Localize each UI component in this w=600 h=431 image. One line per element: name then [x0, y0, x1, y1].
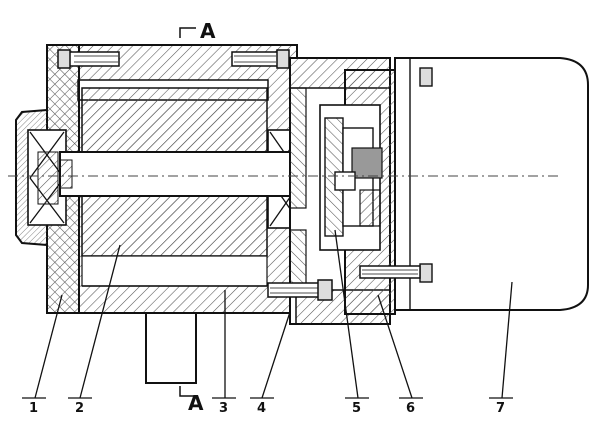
callout-number: 2 — [75, 401, 84, 416]
callout-number: 7 — [496, 401, 505, 416]
rotor — [81, 87, 268, 287]
leader-lines — [22, 229, 513, 399]
gear-set — [324, 117, 383, 237]
motor — [359, 57, 589, 311]
callout-number: 4 — [257, 401, 266, 416]
callout-number: 5 — [352, 401, 361, 416]
section-label-top: A — [200, 19, 216, 43]
left-bearing-cap — [15, 109, 67, 246]
callout-number: 3 — [219, 401, 228, 416]
top-bolts — [57, 49, 290, 69]
section-label-bottom: A — [188, 391, 204, 415]
outlet-port — [145, 312, 197, 384]
section-marker-bottom: A — [179, 386, 204, 415]
section-marker-top: A — [179, 19, 216, 43]
callout-number: 6 — [406, 401, 415, 416]
callout-number: 1 — [29, 401, 38, 416]
